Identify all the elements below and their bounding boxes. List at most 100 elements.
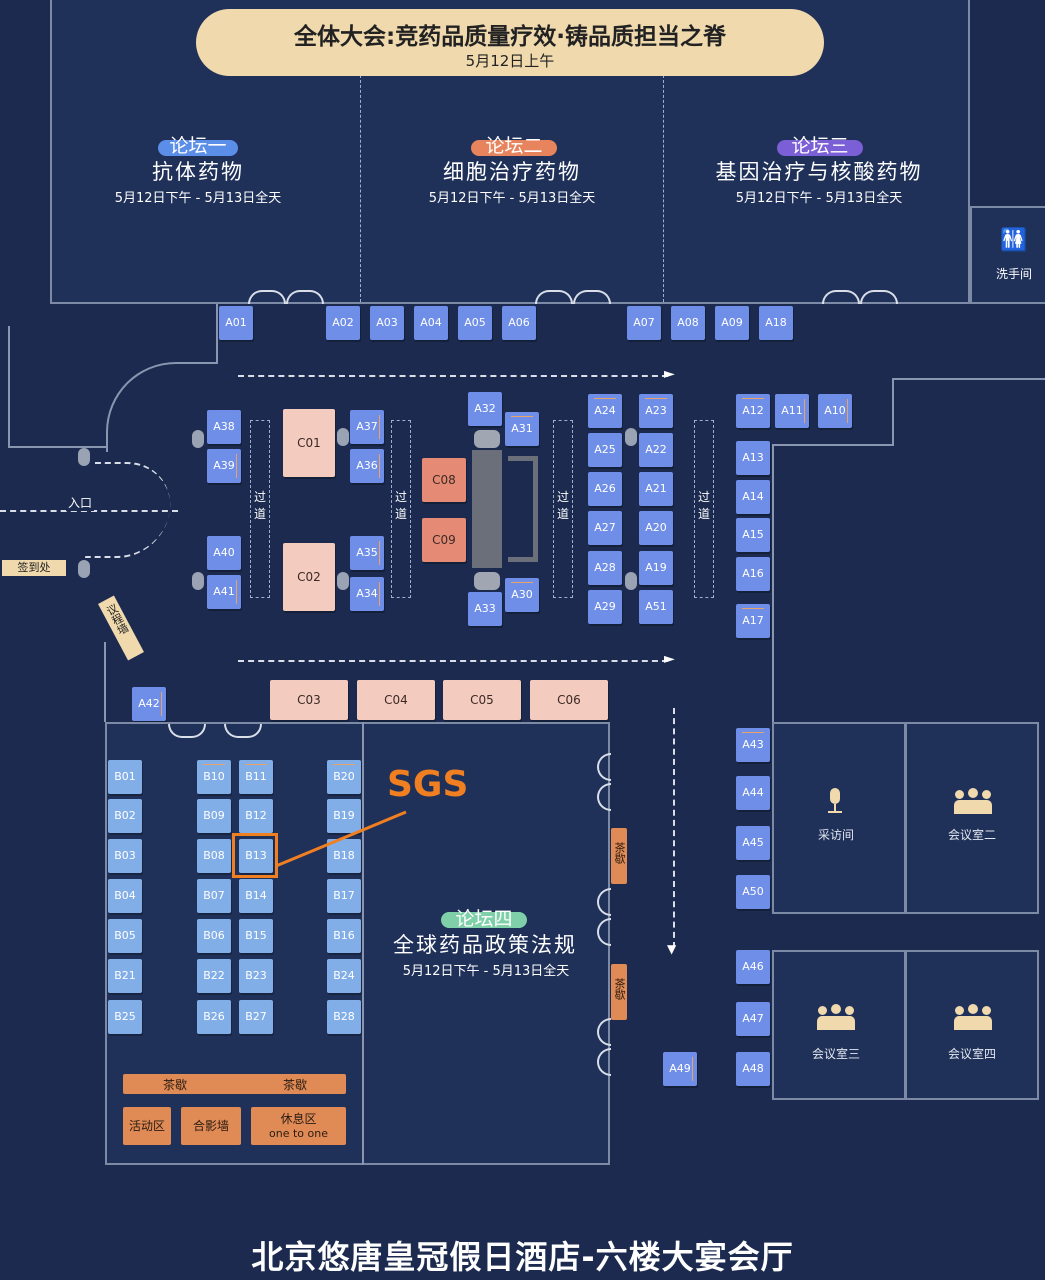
booth-C03[interactable]: C03 (270, 680, 348, 720)
booth-A10[interactable]: A10 (818, 394, 852, 428)
booth-A16[interactable]: A16 (736, 557, 770, 591)
booth-B02[interactable]: B02 (108, 799, 142, 833)
wall-left-upper (8, 326, 10, 448)
booth-B22[interactable]: B22 (197, 959, 231, 993)
booth-B19[interactable]: B19 (327, 799, 361, 833)
booth-A25[interactable]: A25 (588, 433, 622, 467)
booth-A12[interactable]: A12 (736, 394, 770, 428)
booth-A27[interactable]: A27 (588, 511, 622, 545)
booth-A17[interactable]: A17 (736, 604, 770, 638)
booth-A09[interactable]: A09 (715, 306, 749, 340)
booth-C09[interactable]: C09 (422, 518, 466, 562)
forum4-tag-bar (441, 912, 527, 928)
booth-B28[interactable]: B28 (327, 1000, 361, 1034)
booth-A24[interactable]: A24 (588, 394, 622, 428)
booth-B11[interactable]: B11 (239, 760, 273, 794)
booth-C04[interactable]: C04 (357, 680, 435, 720)
booth-A43[interactable]: A43 (736, 728, 770, 762)
booth-A04[interactable]: A04 (414, 306, 448, 340)
booth-B01[interactable]: B01 (108, 760, 142, 794)
booth-B03[interactable]: B03 (108, 839, 142, 873)
booth-B21[interactable]: B21 (108, 959, 142, 993)
booth-C08[interactable]: C08 (422, 458, 466, 502)
booth-A20[interactable]: A20 (639, 511, 673, 545)
booth-A22[interactable]: A22 (639, 433, 673, 467)
booth-A03[interactable]: A03 (370, 306, 404, 340)
booth-B23[interactable]: B23 (239, 959, 273, 993)
booth-B04[interactable]: B04 (108, 879, 142, 913)
booth-A33[interactable]: A33 (468, 592, 502, 626)
booth-A45[interactable]: A45 (736, 826, 770, 860)
booth-A35[interactable]: A35 (350, 536, 384, 570)
booth-A34[interactable]: A34 (350, 577, 384, 611)
booth-C02[interactable]: C02 (283, 543, 335, 611)
booth-A42[interactable]: A42 (132, 687, 166, 721)
booth-A05[interactable]: A05 (458, 306, 492, 340)
booth-A23[interactable]: A23 (639, 394, 673, 428)
booth-A40[interactable]: A40 (207, 536, 241, 570)
booth-A18[interactable]: A18 (759, 306, 793, 340)
restroom-label: 洗手间 (995, 267, 1032, 281)
booth-B10[interactable]: B10 (197, 760, 231, 794)
booth-B05[interactable]: B05 (108, 919, 142, 953)
booth-A31[interactable]: A31 (505, 412, 539, 446)
booth-A15[interactable]: A15 (736, 518, 770, 552)
booth-C06[interactable]: C06 (530, 680, 608, 720)
booth-A11[interactable]: A11 (775, 394, 809, 428)
booth-A06[interactable]: A06 (502, 306, 536, 340)
booth-B18[interactable]: B18 (327, 839, 361, 873)
tea-break-side-1-label: 茶歇 (613, 842, 626, 864)
booth-A29[interactable]: A29 (588, 590, 622, 624)
booth-C05[interactable]: C05 (443, 680, 521, 720)
booth-A46[interactable]: A46 (736, 950, 770, 984)
booth-A38[interactable]: A38 (207, 410, 241, 444)
booth-A37[interactable]: A37 (350, 410, 384, 444)
booth-B17[interactable]: B17 (327, 879, 361, 913)
booth-A47[interactable]: A47 (736, 1002, 770, 1036)
forum1-tag: 论坛一 (169, 135, 227, 157)
booth-A13[interactable]: A13 (736, 441, 770, 475)
booth-A51[interactable]: A51 (639, 590, 673, 624)
booth-A30[interactable]: A30 (505, 578, 539, 612)
meeting2-label: 会议室二 (947, 828, 996, 842)
booth-A32[interactable]: A32 (468, 392, 502, 426)
pillar-a37 (337, 428, 349, 446)
booth-A50[interactable]: A50 (736, 875, 770, 909)
booth-B26[interactable]: B26 (197, 1000, 231, 1034)
booth-B20[interactable]: B20 (327, 760, 361, 794)
booth-C01[interactable]: C01 (283, 409, 335, 477)
booth-B14[interactable]: B14 (239, 879, 273, 913)
pillar-grid-bottom (625, 572, 637, 590)
booth-B09[interactable]: B09 (197, 799, 231, 833)
booth-A01[interactable]: A01 (219, 306, 253, 340)
booth-A07[interactable]: A07 (627, 306, 661, 340)
booth-B15[interactable]: B15 (239, 919, 273, 953)
booth-A19[interactable]: A19 (639, 551, 673, 585)
photo-wall: 合影墙 (181, 1107, 241, 1145)
booth-A08[interactable]: A08 (671, 306, 705, 340)
booth-B06[interactable]: B06 (197, 919, 231, 953)
center-stage-frame (508, 456, 538, 562)
booth-A36[interactable]: A36 (350, 449, 384, 483)
booth-A26[interactable]: A26 (588, 472, 622, 506)
booth-A14[interactable]: A14 (736, 480, 770, 514)
booth-B16[interactable]: B16 (327, 919, 361, 953)
booth-B12[interactable]: B12 (239, 799, 273, 833)
booth-B27[interactable]: B27 (239, 1000, 273, 1034)
booth-A49[interactable]: A49 (663, 1052, 697, 1086)
booth-B13[interactable]: B13 (239, 839, 273, 873)
booth-A02[interactable]: A02 (326, 306, 360, 340)
booth-A21[interactable]: A21 (639, 472, 673, 506)
booth-A41[interactable]: A41 (207, 575, 241, 609)
booth-A39[interactable]: A39 (207, 449, 241, 483)
booth-A44[interactable]: A44 (736, 776, 770, 810)
booth-B08[interactable]: B08 (197, 839, 231, 873)
booth-B07[interactable]: B07 (197, 879, 231, 913)
entrance-path (0, 510, 178, 512)
flow-arrow-down-head: ▼ (667, 942, 677, 956)
pillar-a41 (192, 572, 204, 590)
booth-B25[interactable]: B25 (108, 1000, 142, 1034)
booth-B24[interactable]: B24 (327, 959, 361, 993)
booth-A48[interactable]: A48 (736, 1052, 770, 1086)
booth-A28[interactable]: A28 (588, 551, 622, 585)
